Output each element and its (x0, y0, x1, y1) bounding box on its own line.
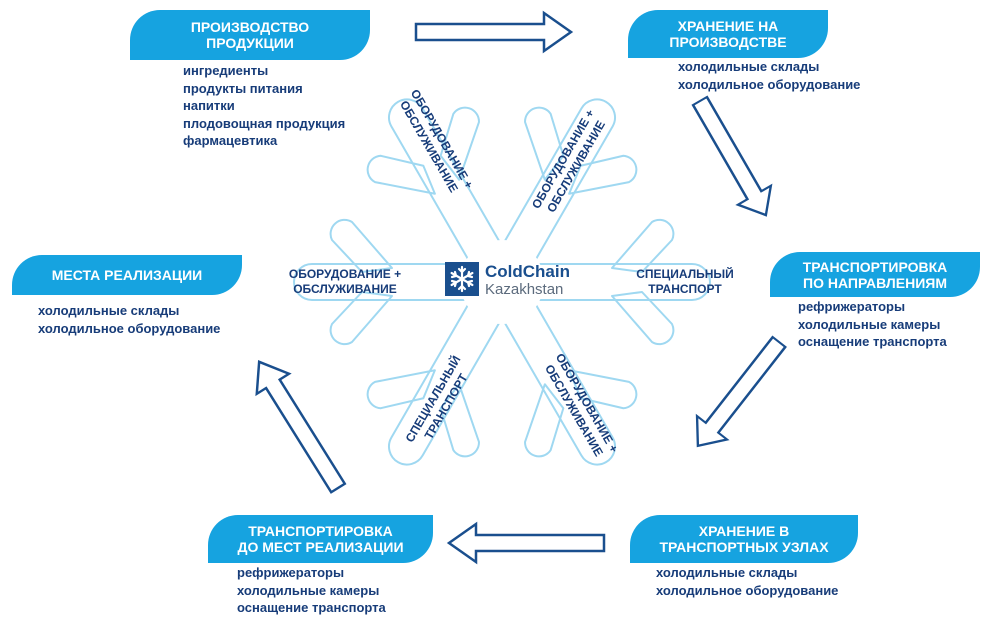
arm-label-left: ОБОРУДОВАНИЕ +ОБСЛУЖИВАНИЕ (288, 267, 402, 296)
stage-production-items: ингредиенты продукты питания напитки пло… (183, 62, 345, 150)
list-item: плодовощная продукция (183, 115, 346, 131)
list-item: холодильное оборудование (38, 320, 221, 336)
list-item: напитки (183, 98, 235, 113)
list-item: холодильные камеры (798, 316, 941, 332)
stage-sales-points-title: МЕСТА РЕАЛИЗАЦИИ (12, 255, 242, 295)
list-item: холодильные склады (656, 565, 798, 580)
list-item: оснащение транспорта (798, 334, 947, 349)
stage-storage-hubs-items: холодильные склады холодильное оборудова… (656, 564, 838, 599)
list-item: холодильное оборудование (656, 582, 839, 598)
logo-name: ColdChain (485, 262, 570, 281)
stage-storage-production-items: холодильные склады холодильное оборудова… (678, 58, 860, 93)
list-item: рефрижераторы (237, 565, 345, 580)
arrow-production-to-storage (414, 10, 574, 54)
list-item: холодильные склады (678, 59, 820, 74)
list-item: холодильное оборудование (678, 76, 861, 92)
snowflake-icon (445, 262, 479, 296)
stage-transport-directions-items: рефрижераторы холодильные камеры оснащен… (798, 298, 947, 351)
arrow-transport-to-hubs (695, 335, 787, 448)
stage-transport-points-items: рефрижераторы холодильные камеры оснащен… (237, 564, 386, 617)
arrow-hubs-to-delivery (446, 521, 606, 565)
list-item: продукты питания (183, 80, 303, 96)
arrow-storage-to-transport (691, 95, 773, 217)
list-item: оснащение транспорта (237, 600, 386, 615)
list-item: холодильные камеры (237, 582, 380, 598)
stage-sales-points-items: холодильные склады холодильное оборудова… (38, 302, 220, 337)
arrow-delivery-to-sales (255, 360, 347, 494)
list-item: ингредиенты (183, 63, 269, 78)
list-item: рефрижераторы (798, 299, 906, 314)
list-item: холодильные склады (38, 303, 180, 318)
snowflake-outline (293, 69, 711, 495)
list-item: фармацевтика (183, 133, 278, 148)
logo-country: Kazakhstan (485, 281, 564, 298)
